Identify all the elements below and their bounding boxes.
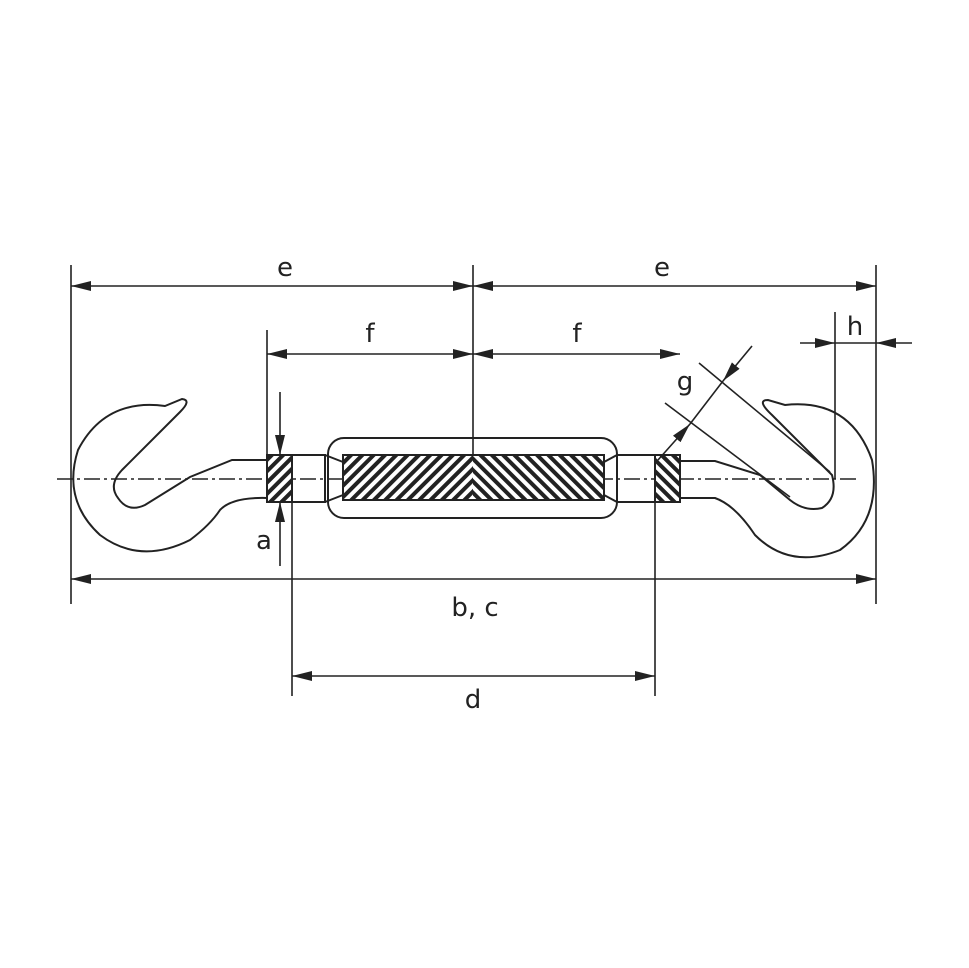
right-nut-hatched [654, 454, 681, 503]
left-sleeve [291, 454, 326, 503]
label-e-right: e [654, 253, 670, 283]
label-h: h [847, 312, 863, 342]
thread-left [343, 455, 473, 500]
left-nut-hatched [266, 454, 293, 503]
label-e-left: e [277, 253, 293, 283]
label-d: d [465, 685, 482, 715]
left-hook [72, 397, 268, 553]
label-f-right: f [572, 319, 582, 349]
dimension-lines [71, 281, 912, 681]
extension-lines [70, 265, 877, 696]
label-bc: b, c [451, 593, 498, 623]
thread-right [473, 455, 604, 500]
label-f-left: f [365, 319, 375, 349]
right-hook [680, 398, 875, 559]
label-a: a [256, 526, 272, 556]
label-g: g [677, 367, 694, 397]
